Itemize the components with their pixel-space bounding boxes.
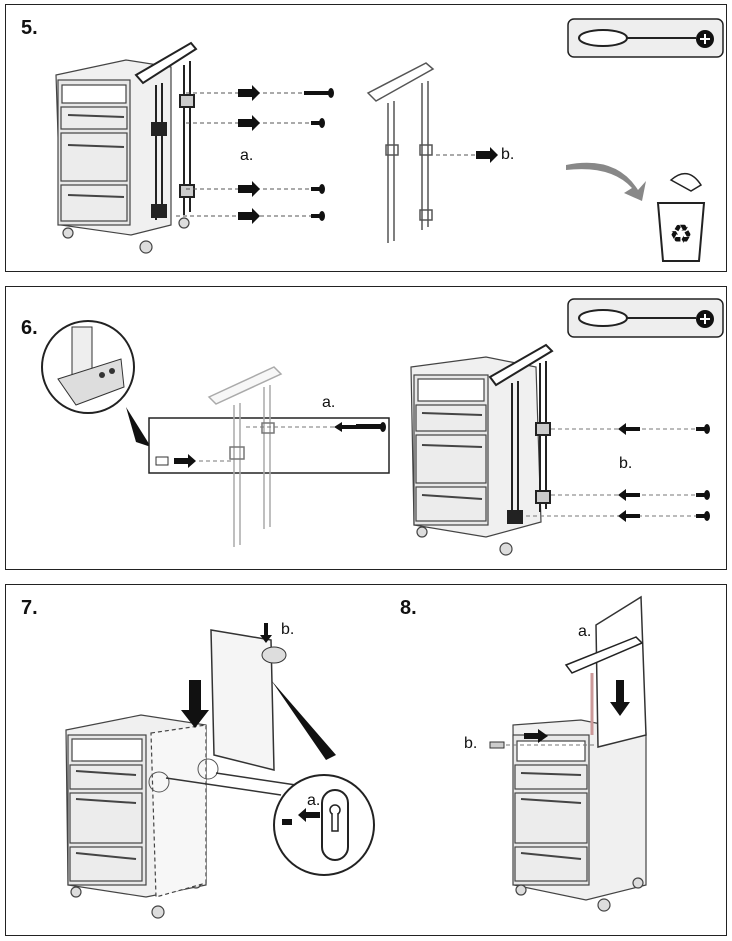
zoom-detail-icon (41, 320, 151, 447)
screwdriver-phillips-icon (567, 18, 724, 58)
zoom-detail-icon (273, 774, 375, 876)
arrow-icon (238, 85, 260, 224)
step-6-number: 6. (21, 317, 38, 339)
step-7-8-illustration (65, 595, 647, 919)
step-5-label-a: a. (240, 147, 254, 164)
cabinet-drawing (410, 356, 542, 556)
step-5-illustration: ♻ (55, 18, 724, 262)
cabinet-drawing (55, 59, 190, 254)
arrow-down-icon (610, 680, 630, 716)
step-5-panel: 5. (5, 4, 727, 272)
step-5-number: 5. (21, 17, 38, 39)
arrow-icon (618, 423, 640, 522)
frame-drawing (134, 41, 198, 220)
step-7-label-b: b. (281, 621, 295, 638)
frame-drawing (488, 343, 554, 524)
step-6-panel: 6. (5, 286, 727, 570)
screw-icon (696, 424, 710, 521)
frame-detached (366, 62, 435, 243)
step-6-label-b: b. (619, 455, 633, 472)
side-panel (595, 595, 647, 748)
screwdriver-phillips-icon (567, 298, 724, 338)
cabinet-drawing (512, 719, 647, 912)
step-8-number: 8. (400, 597, 417, 619)
step-7-8-panel: 7. 8. (5, 584, 727, 936)
step-5-label-b: b. (501, 146, 515, 163)
arrow-down-icon (181, 680, 209, 728)
dowel-icon (489, 741, 505, 749)
step-8-label-b: b. (464, 735, 478, 752)
svg-text:♻: ♻ (669, 220, 692, 250)
step-6-illustration (41, 298, 724, 556)
step-7-label-a: a. (307, 792, 321, 809)
cabinet-drawing (65, 714, 207, 919)
step-7-number: 7. (21, 597, 38, 619)
frame-faded (207, 366, 283, 547)
screw-guides (526, 428, 696, 517)
arrow-icon (524, 729, 548, 743)
frame-drawing (564, 636, 644, 674)
screw-icon (304, 88, 334, 221)
curved-arrow-icon (566, 162, 646, 201)
step-8-label-a: a. (578, 623, 592, 640)
side-panel (210, 629, 275, 771)
recycle-bin-icon: ♻ (656, 172, 706, 262)
step-6-label-a: a. (322, 394, 336, 411)
